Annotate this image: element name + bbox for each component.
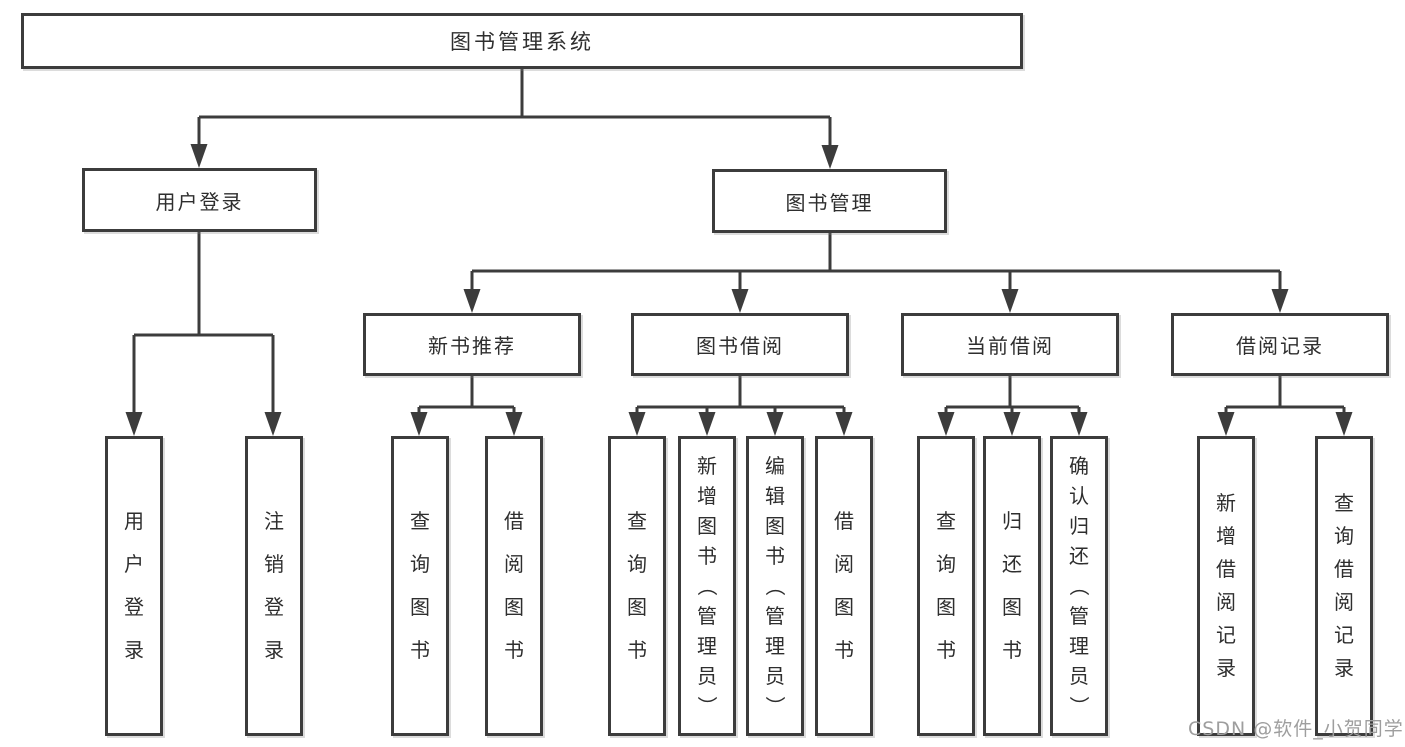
- node-current-borrow-label: 当前借阅: [966, 334, 1054, 358]
- leaf-record-query: 查询借阅记录: [1315, 436, 1373, 736]
- leaf-current-return: 归还图书: [983, 436, 1041, 736]
- leaf-current-query: 查询图书: [917, 436, 975, 736]
- node-borrow-record: 借阅记录: [1171, 313, 1389, 376]
- leaf-logout: 注销登录: [245, 436, 303, 736]
- leaf-borrow-add-admin: 新增图书（管理员）: [678, 436, 736, 736]
- node-book-borrow: 图书借阅: [631, 313, 849, 376]
- node-book-mgmt-label: 图书管理: [785, 190, 874, 215]
- node-new-book: 新书推荐: [363, 313, 581, 376]
- leaf-newbook-query: 查询图书: [391, 436, 449, 736]
- node-user-login: 用户登录: [82, 168, 317, 232]
- leaf-record-add: 新增借阅记录: [1197, 436, 1255, 736]
- leaf-newbook-borrow: 借阅图书: [485, 436, 543, 736]
- leaf-user-login: 用户登录: [105, 436, 163, 736]
- leaf-borrow-borrow: 借阅图书: [815, 436, 873, 736]
- node-new-book-label: 新书推荐: [428, 334, 516, 358]
- leaf-current-confirm-admin: 确认归还（管理员）: [1050, 436, 1108, 736]
- leaf-borrow-edit-admin: 编辑图书（管理员）: [746, 436, 804, 736]
- node-borrow-record-label: 借阅记录: [1236, 334, 1324, 358]
- csdn-watermark: CSDN @软件_小贺同学: [1188, 718, 1404, 740]
- node-current-borrow: 当前借阅: [901, 313, 1119, 376]
- node-user-login-label: 用户登录: [155, 189, 244, 214]
- node-book-mgmt: 图书管理: [712, 169, 947, 233]
- node-root-label: 图书管理系统: [450, 30, 594, 54]
- node-book-borrow-label: 图书借阅: [696, 334, 784, 358]
- node-root: 图书管理系统: [21, 13, 1023, 69]
- leaf-borrow-query: 查询图书: [608, 436, 666, 736]
